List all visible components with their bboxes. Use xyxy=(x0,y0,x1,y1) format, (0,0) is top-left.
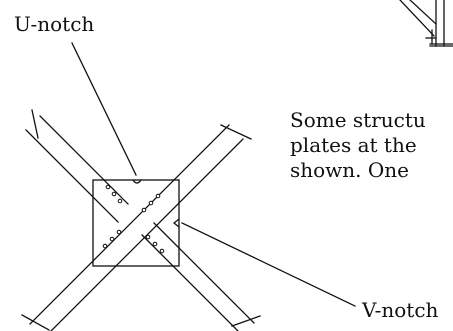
bolt-holes xyxy=(102,184,165,254)
caption-line: Some structu xyxy=(290,108,426,132)
u-notch-leader xyxy=(71,42,137,176)
bolt-hole xyxy=(152,241,158,247)
v-notch-leader xyxy=(181,222,356,307)
bolt-hole xyxy=(148,200,154,206)
bolt-hole xyxy=(111,191,117,197)
diagonal-member-tl-br xyxy=(25,109,261,331)
caption-line: plates at the xyxy=(290,133,417,157)
u-notch xyxy=(132,179,142,184)
post-bracket xyxy=(399,0,453,47)
bolt-hole xyxy=(105,184,111,190)
bolt-hole xyxy=(117,198,123,204)
bolt-hole xyxy=(116,229,122,235)
v-notch xyxy=(172,218,180,228)
bolt-hole xyxy=(109,236,115,242)
gusset-plate xyxy=(92,179,180,267)
u-notch-label: U-notch xyxy=(14,12,95,36)
bolt-hole xyxy=(155,193,161,199)
bolt-hole xyxy=(141,207,147,213)
diagonal-member-tr-bl xyxy=(21,124,252,331)
caption-text: Some structu plates at the shown. One xyxy=(290,108,426,183)
v-notch-label: V-notch xyxy=(362,298,439,322)
bolt-hole xyxy=(102,243,108,249)
bolt-hole xyxy=(145,234,151,240)
caption-line: shown. One xyxy=(290,158,410,182)
bolt-hole xyxy=(159,248,165,254)
